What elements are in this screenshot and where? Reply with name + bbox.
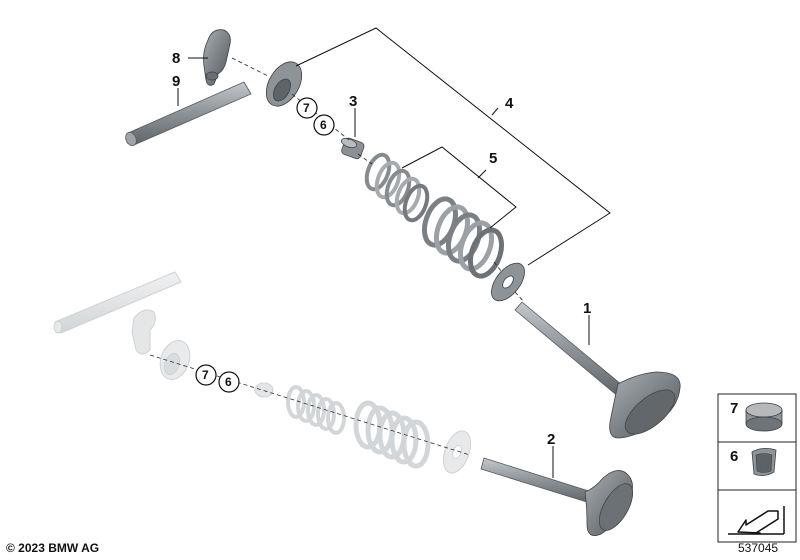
rocker-arm bbox=[203, 29, 231, 86]
bracket-5 bbox=[401, 146, 517, 229]
copyright-notice: © 2023 BMW AG bbox=[6, 541, 100, 555]
circled-ref-7-top-label: 7 bbox=[303, 101, 310, 115]
callout-5: 5 bbox=[489, 150, 497, 167]
circled-ref-7-top: 7 bbox=[296, 97, 318, 119]
legend-item-7-label: 7 bbox=[730, 400, 738, 417]
ghost-inner-spring bbox=[286, 385, 346, 435]
ghost-spring-seat bbox=[442, 430, 472, 474]
document-number: 537045 bbox=[738, 541, 779, 555]
callout-8: 8 bbox=[172, 50, 180, 67]
view-direction-icon bbox=[722, 500, 792, 538]
legend-item-7: 7 bbox=[730, 400, 783, 432]
ghost-rocker-arm bbox=[131, 309, 156, 355]
valve-stem-seal bbox=[340, 137, 365, 160]
valve-spring-seat bbox=[491, 262, 525, 302]
callout-2: 2 bbox=[547, 431, 555, 448]
ghost-valve-keeper bbox=[254, 382, 274, 398]
callout-9: 9 bbox=[172, 73, 180, 90]
callout-1: 1 bbox=[583, 300, 591, 317]
ghost-assembly bbox=[53, 271, 472, 474]
intake-valve bbox=[514, 301, 681, 439]
inner-valve-spring bbox=[364, 152, 430, 223]
bracket-4 bbox=[295, 27, 611, 266]
exhaust-valve bbox=[480, 457, 634, 537]
outer-valve-spring bbox=[421, 196, 505, 279]
circled-ref-6-top-label: 6 bbox=[320, 118, 327, 132]
callout-3: 3 bbox=[349, 93, 357, 110]
circled-ref-7-ghost-label: 7 bbox=[202, 368, 209, 382]
circled-ref-6-ghost: 6 bbox=[218, 371, 240, 393]
rocker-shaft bbox=[125, 81, 252, 147]
legend-box: 7 6 bbox=[717, 393, 797, 543]
valve-cap-icon bbox=[745, 402, 783, 432]
circled-ref-7-ghost: 7 bbox=[195, 364, 217, 386]
circled-ref-6-top: 6 bbox=[313, 114, 335, 136]
callout-4: 4 bbox=[505, 95, 514, 112]
legend-item-6: 6 bbox=[730, 448, 777, 476]
leader-lines bbox=[177, 57, 590, 478]
ghost-rocker-shaft bbox=[53, 271, 182, 334]
ghost-spring-retainer bbox=[159, 340, 191, 380]
ghost-outer-spring bbox=[353, 400, 431, 469]
legend-item-6-label: 6 bbox=[730, 448, 738, 465]
valve-collet-icon bbox=[751, 448, 777, 476]
circled-ref-6-ghost-label: 6 bbox=[225, 375, 232, 389]
